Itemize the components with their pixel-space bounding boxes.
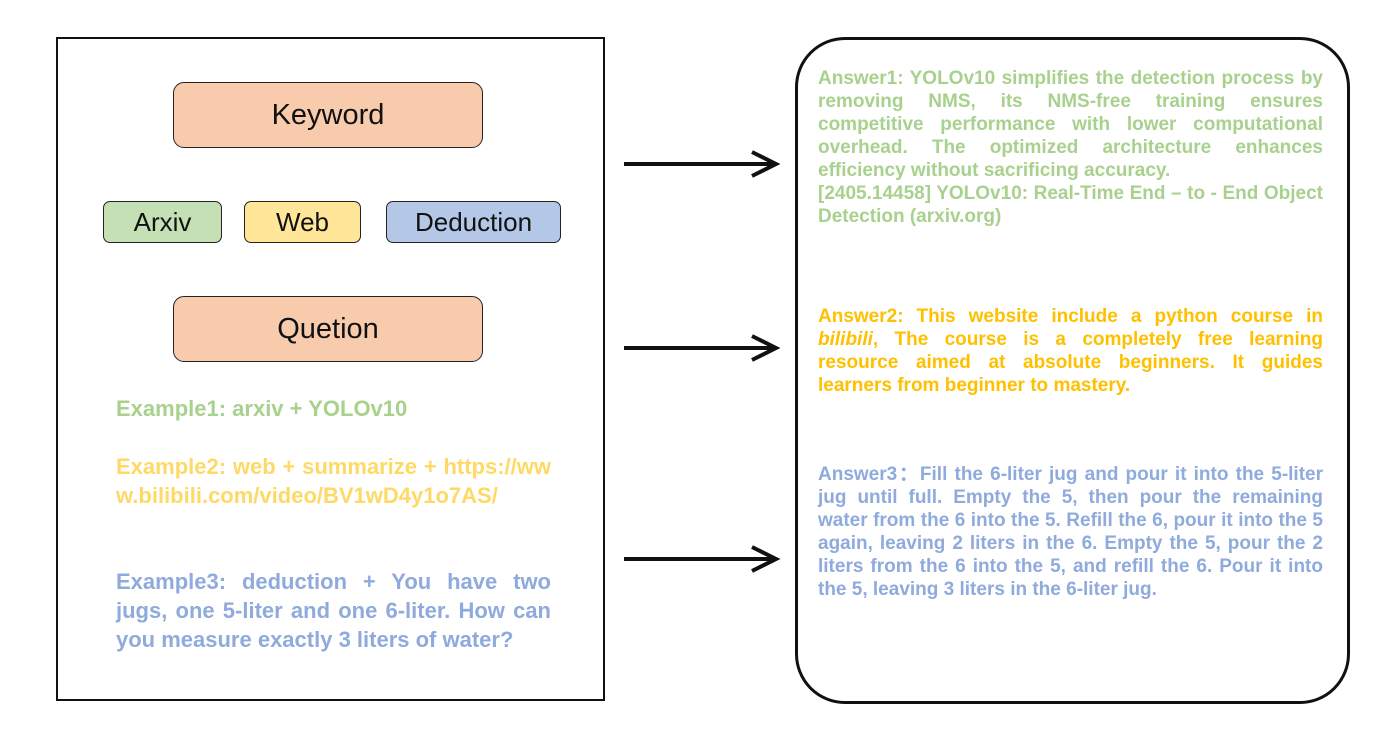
answer-1-reference: [2405.14458] YOLOv10: Real-Time End – to… bbox=[818, 183, 1323, 227]
answer-3: Answer3：Fill the 6-liter jug and pour it… bbox=[818, 464, 1323, 600]
answer-2-site-name: bilibili bbox=[818, 329, 873, 350]
tag-web: Web bbox=[244, 201, 361, 243]
tag-arxiv: Arxiv bbox=[103, 201, 222, 243]
input-panel: Keyword Arxiv Web Deduction Quetion Exam… bbox=[56, 37, 605, 701]
answer-2-text-end: , The course is a completely free learni… bbox=[818, 329, 1323, 396]
tag-deduction: Deduction bbox=[386, 201, 561, 243]
tag-web-label: Web bbox=[276, 206, 329, 237]
right-arrow-icon bbox=[624, 545, 781, 573]
keyword-label: Keyword bbox=[271, 98, 385, 131]
question-box: Quetion bbox=[173, 296, 483, 362]
example-2: Example2: web + summarize + https://www.… bbox=[116, 454, 551, 508]
answer-1: Answer1: YOLOv10 simplifies the detectio… bbox=[818, 67, 1323, 228]
right-arrow-icon bbox=[624, 150, 781, 178]
tag-deduction-label: Deduction bbox=[414, 206, 533, 237]
example-3: Example3: deduction + You have two jugs,… bbox=[116, 569, 551, 652]
right-arrow-icon bbox=[624, 334, 781, 362]
answer-1-text: Answer1: YOLOv10 simplifies the detectio… bbox=[818, 68, 1323, 181]
example-1: Example1: arxiv + YOLOv10 bbox=[116, 396, 408, 421]
keyword-box: Keyword bbox=[173, 82, 483, 148]
answer-2: Answer2: This website include a python c… bbox=[818, 305, 1323, 397]
tag-arxiv-label: Arxiv bbox=[133, 206, 192, 237]
answer-2-text-start: Answer2: This website include a python c… bbox=[818, 306, 1323, 327]
output-panel: Answer1: YOLOv10 simplifies the detectio… bbox=[795, 37, 1350, 704]
question-label: Quetion bbox=[277, 312, 379, 345]
